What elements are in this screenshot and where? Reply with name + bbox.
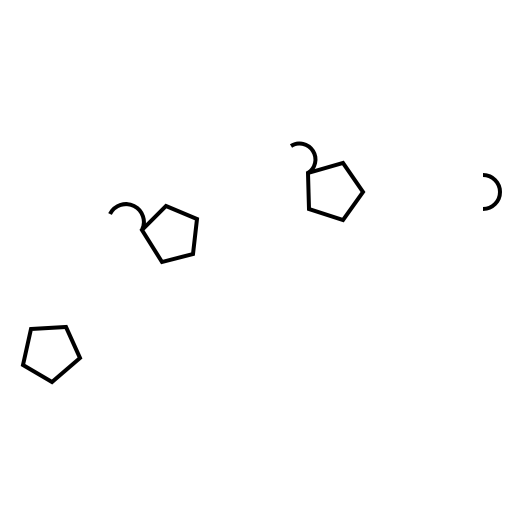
hook-arc-shape	[108, 202, 146, 231]
pentagon-shape	[305, 160, 366, 223]
pentagon-shape	[20, 324, 83, 385]
pentagon-shape	[139, 203, 200, 265]
hook-arc-shape	[482, 173, 502, 211]
hook-arc-shape	[289, 141, 318, 175]
